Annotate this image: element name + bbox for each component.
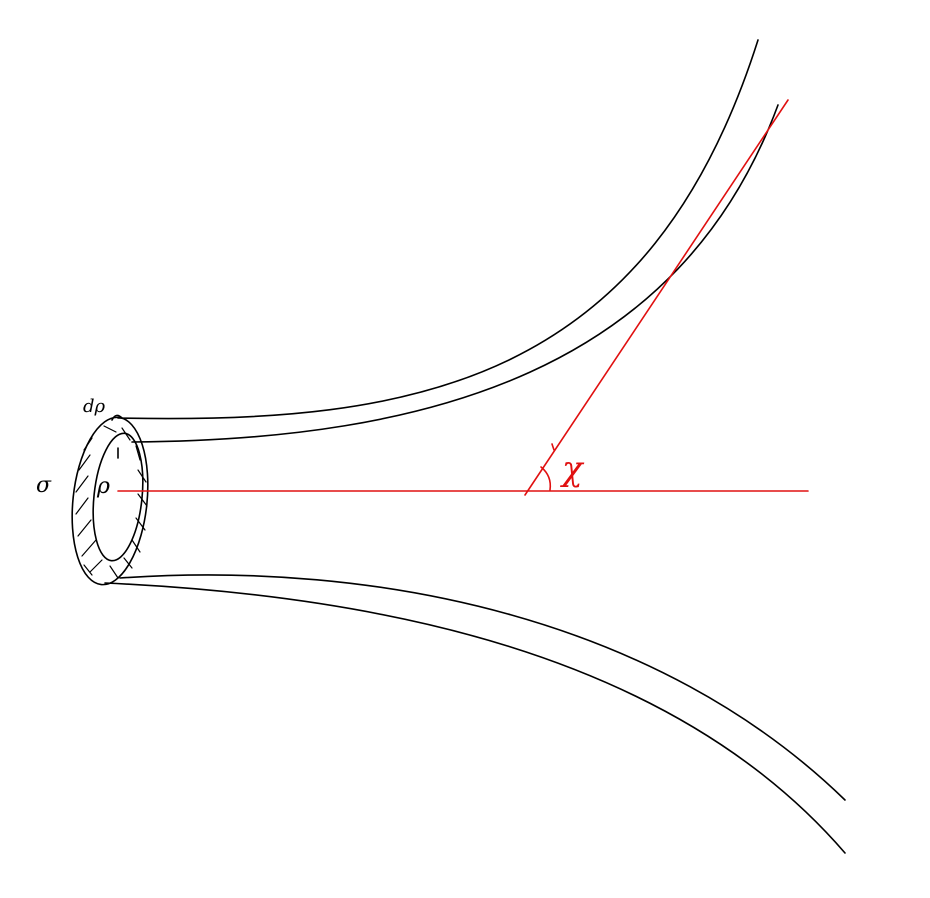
chi-label: χ bbox=[560, 449, 585, 489]
upper-inner-wall bbox=[131, 104, 779, 443]
d-rho-label: dρ bbox=[83, 396, 106, 417]
lower-outer-wall bbox=[104, 582, 846, 854]
drho-marker bbox=[111, 414, 123, 421]
angle-tick bbox=[551, 443, 555, 451]
upper-outer-wall bbox=[117, 39, 759, 420]
rho-label: ρ bbox=[96, 474, 110, 499]
annulus-hatching bbox=[75, 425, 148, 579]
sigma-label: σ bbox=[36, 473, 52, 498]
angle-arc bbox=[540, 466, 552, 491]
lower-inner-wall bbox=[119, 574, 846, 801]
tangent-line bbox=[524, 99, 789, 496]
annulus-cross-section bbox=[71, 414, 149, 586]
